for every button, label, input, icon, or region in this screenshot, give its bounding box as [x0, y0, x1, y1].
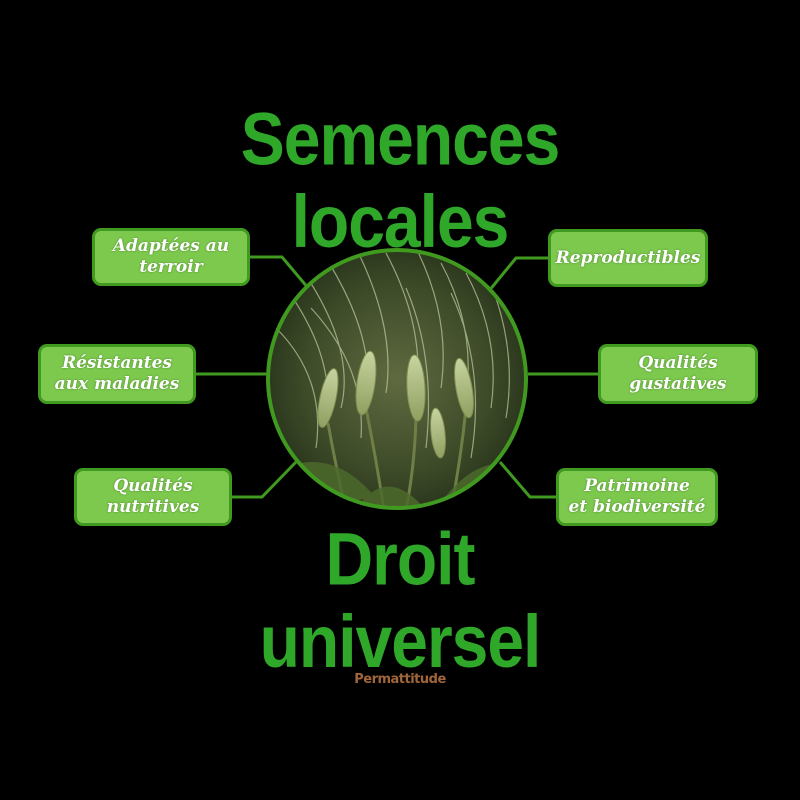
subtitle-line-1: Droit — [325, 517, 476, 600]
node-qualites-nutritives: Qualités nutritives — [74, 468, 232, 526]
connector-reproductibles — [482, 256, 548, 298]
node-patrimoine-biodiversite: Patrimoine et biodiversité — [556, 468, 718, 526]
connector-patrimoine — [498, 461, 556, 499]
barley-photo — [266, 248, 528, 510]
node-resistantes-aux-maladies: Résistantes aux maladies — [38, 344, 196, 404]
node-adaptees-au-terroir: Adaptées au terroir — [92, 228, 250, 286]
title-line-1: Semences — [240, 97, 561, 180]
barley-ears-image — [266, 248, 528, 510]
title-semences-locales: Semences locales — [0, 97, 800, 263]
node-reproductibles: Reproductibles — [548, 229, 708, 287]
subtitle-droit-universel: Droit universel — [0, 517, 800, 683]
connector-adaptees — [250, 255, 316, 296]
connector-nutritives — [232, 460, 298, 499]
subtitle-line-2: universel — [259, 600, 542, 683]
node-qualites-gustatives: Qualités gustatives — [598, 344, 758, 404]
credit-logo: Permattitude — [354, 672, 446, 687]
